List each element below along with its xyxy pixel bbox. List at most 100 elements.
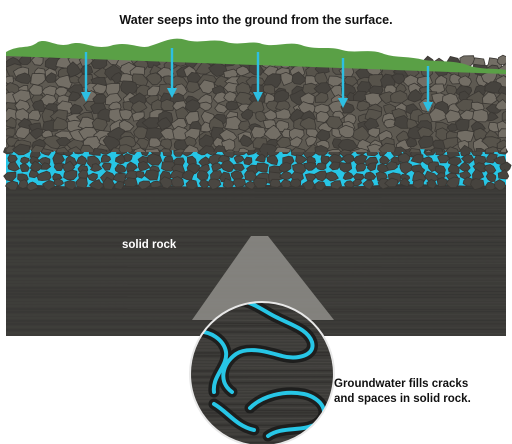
- saturated-stone: [461, 154, 475, 164]
- soil-stone: [44, 72, 57, 83]
- soil-stone: [484, 81, 504, 94]
- magnified-texture-line: [190, 322, 334, 325]
- soil-stone: [32, 99, 46, 113]
- saturated-stone: [485, 181, 497, 191]
- soil-stone: [458, 144, 474, 152]
- saturated-stone: [102, 176, 116, 190]
- soil-stone: [225, 149, 236, 152]
- saturated-stone: [330, 180, 342, 190]
- soil-stone: [275, 108, 292, 120]
- saturated-stone: [114, 163, 127, 174]
- magnified-texture-line: [190, 361, 334, 364]
- soil-stone: [407, 126, 424, 140]
- saturated-stone: [146, 153, 163, 166]
- soil-stone: [430, 147, 443, 152]
- saturated-stone: [53, 162, 65, 172]
- soil-stone: [314, 91, 329, 103]
- soil-stone: [6, 127, 16, 138]
- saturated-stone: [352, 173, 365, 181]
- saturated-stone: [352, 178, 363, 187]
- saturated-stone: [314, 181, 327, 192]
- soil-stone: [6, 116, 17, 129]
- soil-stone: [133, 147, 148, 152]
- saturated-stone: [254, 153, 266, 163]
- saturated-stone: [494, 179, 507, 191]
- saturated-stone: [385, 161, 398, 171]
- soil-stone: [223, 81, 240, 94]
- soil-stone: [366, 143, 384, 152]
- soil-stone: [393, 115, 411, 129]
- soil-stone: [106, 126, 125, 141]
- groundwater-caption-line-2: and spaces in solid rock.: [334, 393, 471, 405]
- grass-surface: [6, 38, 506, 74]
- soil-stone: [12, 143, 31, 152]
- saturated-stone: [399, 177, 411, 187]
- saturated-stones: [3, 143, 512, 192]
- soil-stone: [68, 75, 81, 84]
- magnified-texture-line: [190, 427, 334, 430]
- saturated-stone: [41, 162, 52, 170]
- saturated-stone: [303, 162, 317, 171]
- soil-stone: [173, 148, 186, 152]
- saturated-stone: [399, 161, 414, 175]
- soil-stone: [224, 115, 242, 130]
- saturated-stone: [445, 176, 460, 189]
- soil-stone: [92, 83, 109, 95]
- soil-stone: [14, 72, 32, 85]
- soil-stone: [213, 145, 226, 152]
- soil-stone: [235, 65, 251, 77]
- soil-stone: [475, 147, 488, 152]
- saturated-stone: [220, 159, 235, 173]
- soil-stone: [135, 137, 150, 149]
- soil-stone: [156, 117, 172, 131]
- soil-stone: [42, 135, 63, 150]
- zoom-cone: [192, 236, 334, 320]
- soil-stone: [338, 124, 356, 138]
- saturated-stone: [338, 161, 353, 173]
- soil-stone: [6, 136, 20, 148]
- soil-stone: [444, 146, 460, 152]
- magnified-texture-line: [190, 441, 334, 444]
- soil-stone: [160, 98, 175, 112]
- saturated-stone: [437, 154, 451, 164]
- saturated-stone: [75, 155, 88, 166]
- saturated-stone: [243, 156, 253, 166]
- soil-stone: [55, 146, 69, 152]
- saturated-stone: [379, 154, 391, 165]
- down-arrow-icon: [423, 66, 433, 112]
- saturated-stone: [88, 178, 105, 191]
- soil-stone: [15, 126, 30, 140]
- soil-stone: [145, 72, 163, 85]
- rock-texture-line: [5, 218, 507, 221]
- soil-stone: [487, 111, 499, 122]
- soil-stone: [495, 98, 506, 111]
- soil-stone: [119, 109, 134, 121]
- soil-stone: [30, 144, 46, 152]
- soil-stone: [262, 84, 276, 95]
- saturated-stone: [328, 161, 341, 171]
- saturated-stone: [63, 169, 78, 181]
- soil-stone: [265, 100, 280, 112]
- saturated-stone: [295, 154, 308, 166]
- soil-stone: [185, 81, 201, 93]
- soil-stone: [289, 136, 303, 148]
- soil-stone: [349, 147, 369, 152]
- soil-stone: [501, 111, 506, 121]
- saturated-stone: [100, 154, 111, 163]
- soil-stone: [290, 147, 306, 152]
- soil-stone: [274, 146, 291, 152]
- saturated-stone: [244, 180, 256, 190]
- saturated-stone: [315, 162, 327, 171]
- saturated-stone: [101, 162, 112, 171]
- soil-stone: [301, 82, 317, 96]
- soil-stone: [383, 118, 397, 129]
- saturated-stone: [137, 160, 151, 172]
- saturated-stone: [426, 178, 437, 189]
- soil-stone: [496, 54, 506, 66]
- soil-stone: [199, 101, 212, 111]
- saturated-stone: [170, 176, 185, 188]
- soil-stone: [258, 143, 278, 152]
- magnified-texture-line: [190, 364, 334, 367]
- saturated-stone: [144, 169, 159, 181]
- saturated-stone: [36, 170, 52, 182]
